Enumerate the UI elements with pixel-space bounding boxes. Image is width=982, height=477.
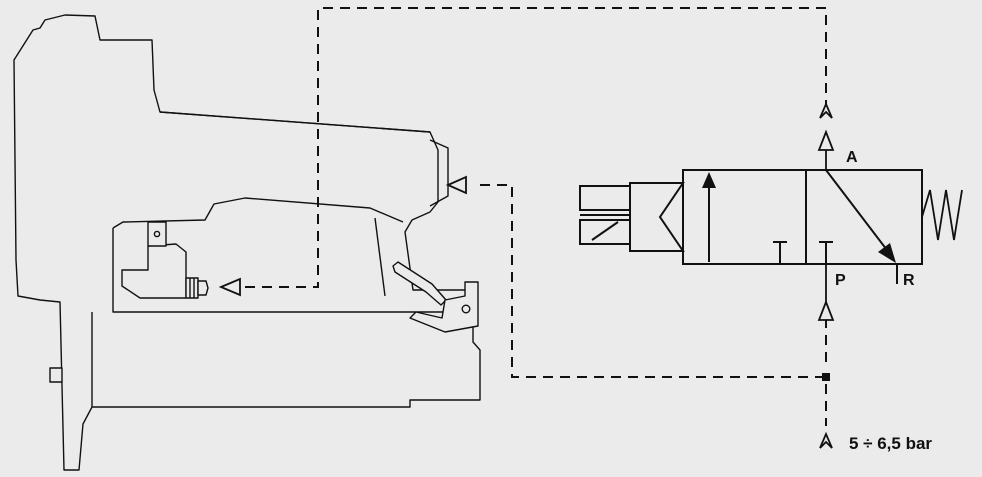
arrow-left-icon [445, 175, 467, 195]
signal-lines [245, 7, 827, 426]
3-2-way-valve-symbol [682, 169, 923, 284]
pneumatic-nailer-icon [13, 14, 481, 471]
flow-chevron-icon [819, 101, 833, 119]
flow-chevron-icon [819, 431, 833, 449]
spring-icon [921, 189, 963, 241]
port-label-r: R [903, 272, 915, 289]
port-label-a: A [846, 149, 858, 166]
solenoid-actuator-icon [579, 182, 685, 252]
valve-position-right [805, 169, 923, 265]
junction-node [822, 373, 830, 381]
supply-pressure-label: 5 ÷ 6,5 bar [849, 434, 932, 453]
quick-coupling-icon [185, 277, 209, 299]
valve-position-left [682, 169, 807, 265]
arrow-up-icon [817, 129, 835, 151]
port-label-p: P [835, 272, 846, 289]
arrow-left-icon [218, 277, 241, 297]
arrow-up-icon [817, 299, 835, 321]
flow-arrows [218, 101, 835, 449]
